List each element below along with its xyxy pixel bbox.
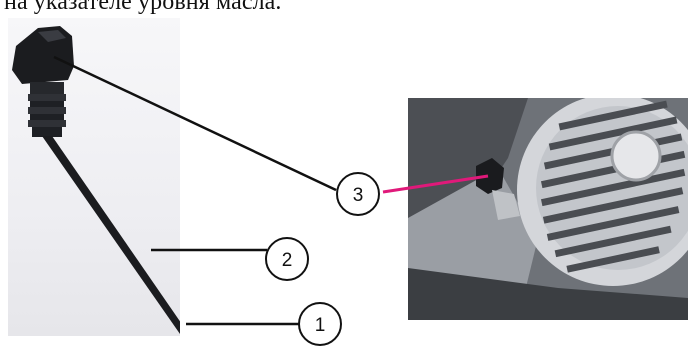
engine-illustration	[408, 98, 688, 320]
callout-label-3: 3	[353, 185, 364, 206]
dipstick-photo	[8, 18, 186, 336]
callout-circle-3	[336, 172, 380, 216]
dipstick-rod	[42, 136, 186, 334]
highlight-line-3	[382, 174, 489, 194]
dipstick-thread-upper	[30, 82, 64, 94]
dipstick-thread-1	[28, 94, 66, 101]
caption-text: на указателе уровня масла.	[4, 0, 282, 15]
oil-filler-cap	[476, 158, 504, 194]
dipstick-thread-6	[32, 127, 62, 137]
fan-hub	[610, 130, 662, 182]
oil-filler-neck	[492, 190, 520, 220]
engine-lower-shadow	[408, 268, 688, 320]
leader-line-3	[53, 55, 337, 192]
dipstick-cap	[12, 26, 74, 84]
callout-circle-1	[298, 302, 342, 346]
dipstick-thread-5	[28, 120, 66, 127]
callout-circle-2	[265, 237, 309, 281]
dipstick-thread-3	[28, 107, 66, 114]
dipstick-illustration	[12, 26, 186, 334]
callout-label-2: 2	[282, 250, 293, 271]
dipstick-thread-4	[30, 114, 64, 120]
cap-highlight	[38, 30, 66, 42]
dipstick-thread-2	[30, 101, 64, 107]
callout-label-1: 1	[315, 315, 326, 336]
engine-photo	[408, 98, 688, 320]
